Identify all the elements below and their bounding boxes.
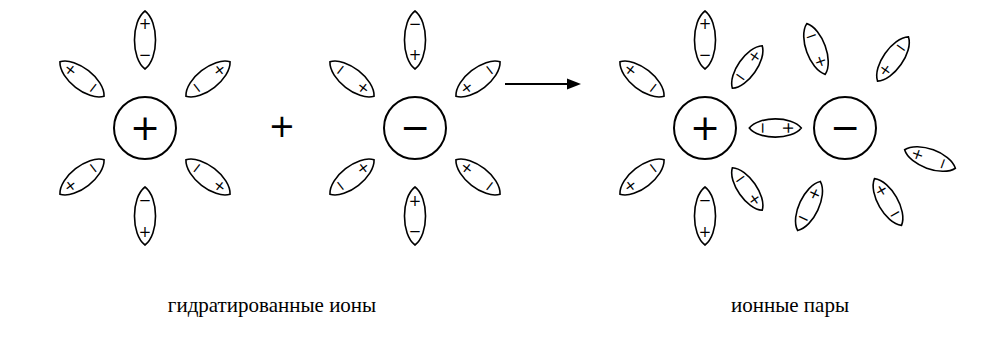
dipole-outline [178,51,238,106]
charge-sign: − [139,193,152,208]
dipole-outline [322,51,382,106]
anion-circle: − [813,96,877,160]
dipole-ellipse [449,152,506,203]
dipole-outline [322,150,382,205]
dipole-ellipse [134,11,155,69]
water-dipole: +− [749,117,801,140]
water-dipole: +− [796,20,837,79]
caption-text: гидратированные ионы [168,294,376,317]
water-dipole: +− [322,51,382,106]
dipole-ellipse [53,152,110,203]
dipole-ellipse [613,53,670,104]
charge-sign: − [699,193,712,208]
charge-sign: + [690,110,720,146]
water-dipole: +− [692,187,718,245]
dipole-ellipse [404,187,425,245]
charge-sign: − [731,169,750,189]
charge-sign: + [139,224,152,239]
dipole-ellipse [870,31,917,86]
dipole-ellipse [749,119,801,137]
water-dipole: +− [52,150,112,205]
water-dipole: +− [402,187,428,245]
dipole-ellipse [53,53,110,104]
charge-sign: + [409,193,422,208]
dipole-outline [448,150,508,205]
charge-sign: + [699,224,712,239]
cation-circle: + [113,96,177,160]
charge-sign: + [409,48,422,63]
dipole-ellipse [901,140,958,177]
dipole-outline [723,161,771,217]
dipole-ellipse [449,53,506,104]
arrow-head [567,79,581,90]
water-dipole: +− [864,173,912,232]
water-dipole: +− [723,161,771,217]
ion-circle [814,97,876,159]
plus-sign: + [269,109,296,144]
water-dipole: +− [322,150,382,205]
charge-sign: − [755,122,770,135]
dipole-outline [178,150,238,205]
water-dipole: +− [52,51,112,106]
charge-sign: + [780,122,795,135]
water-dipole: +− [786,176,831,235]
water-dipole: +− [402,11,428,69]
dipole-ellipse [725,41,770,94]
water-dipole: +− [178,51,238,106]
water-dipole: +− [178,150,238,205]
water-dipole: +− [612,51,672,106]
dipole-ellipse [404,11,425,69]
dipole-ellipse [866,174,910,230]
dipole-outline [786,176,831,235]
dipole-ellipse [323,53,380,104]
water-dipole: +− [448,51,508,106]
dipole-ellipse [798,20,835,77]
charge-sign: − [699,48,712,63]
dipole-outline [52,150,112,205]
dipole-ellipse [788,177,828,234]
charge-sign: + [130,110,160,146]
charge-sign: + [139,17,152,32]
dipole-outline [448,51,508,106]
dipole-ellipse [179,53,236,104]
dipole-ellipse [694,187,715,245]
water-dipole: +− [900,138,959,179]
charge-sign: − [139,48,152,63]
dipole-outline [612,150,672,205]
water-dipole: +− [132,11,158,69]
dipole-outline [868,30,919,88]
dipole-ellipse [179,152,236,203]
dipole-ellipse [613,152,670,203]
water-dipole: +− [723,40,771,96]
dipole-outline [52,51,112,106]
dipole-ellipse [694,11,715,69]
ion-circle [384,97,446,159]
caption-text: ионные пары [731,294,849,317]
cation-circle: + [673,96,737,160]
anion-circle: − [383,96,447,160]
dipole-ellipse [725,162,770,215]
charge-sign: − [409,17,422,32]
dipole-outline [723,40,771,96]
water-dipole: +− [132,187,158,245]
charge-sign: − [409,224,422,239]
ion-circle [674,97,736,159]
charge-sign: − [400,110,430,146]
charge-sign: + [699,17,712,32]
ion-circle [114,97,176,159]
water-dipole: +− [612,150,672,205]
charge-sign: + [745,189,764,209]
charge-sign: − [830,110,860,146]
dipole-ellipse [323,152,380,203]
arrow-shaft [505,83,570,85]
dipole-outline [864,173,912,232]
water-dipole: +− [692,11,718,69]
water-dipole: +− [868,30,919,88]
water-dipole: +− [448,150,508,205]
dipole-outline [612,51,672,106]
dipole-ellipse [134,187,155,245]
